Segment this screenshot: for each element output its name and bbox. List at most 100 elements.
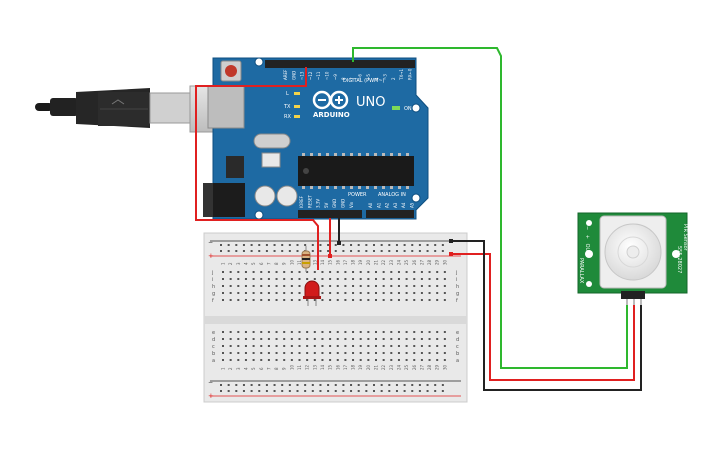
column-label: 26 bbox=[412, 259, 417, 265]
pin-label: A2 bbox=[385, 202, 390, 208]
digital-label: DIGITAL (PWM~) bbox=[343, 78, 385, 84]
rail-label-bottom-minus: − bbox=[208, 379, 213, 386]
rail-label-bottom-plus: + bbox=[208, 392, 214, 400]
breadboard[interactable]: − + − + 11223344556677889910101111121213… bbox=[203, 232, 468, 403]
column-label: 28 bbox=[427, 259, 432, 265]
row-label: d bbox=[456, 337, 459, 343]
power-jack[interactable] bbox=[203, 183, 245, 217]
wires[interactable] bbox=[195, 47, 642, 391]
column-label: 4 bbox=[243, 367, 248, 370]
pir-part-number: 555-28027 bbox=[676, 246, 682, 273]
row-label: c bbox=[456, 344, 459, 350]
column-label: 11 bbox=[297, 364, 302, 370]
atmega-chip bbox=[298, 156, 414, 186]
pir-sensor-icon[interactable]: PIR Sensor 555-28027 PARALLAX − + OUT bbox=[577, 212, 688, 305]
column-label: 15 bbox=[328, 364, 333, 370]
capacitor-1 bbox=[254, 185, 276, 207]
column-label: 15 bbox=[328, 259, 333, 265]
breadboard-center-gap bbox=[204, 316, 467, 324]
red-led-icon[interactable] bbox=[303, 280, 321, 306]
column-label: 13 bbox=[312, 364, 317, 370]
usb-jack bbox=[207, 85, 245, 129]
analog-header[interactable] bbox=[366, 210, 414, 218]
row-label: f bbox=[212, 298, 214, 304]
row-label: a bbox=[212, 358, 215, 364]
pin-label: ~6 bbox=[358, 74, 363, 80]
arduino-uno-board[interactable]: ON L TX RX ARDUINO UNO DIGITAL (PWM~) PO… bbox=[203, 57, 429, 220]
pir-name: PIR Sensor bbox=[682, 224, 688, 252]
green-signal-wire[interactable] bbox=[352, 47, 628, 369]
pir-pin-labels: − + OUT bbox=[584, 226, 590, 255]
rail-label-top-plus: + bbox=[208, 252, 214, 260]
arduino-logo-icon bbox=[312, 90, 349, 110]
column-label: 30 bbox=[442, 364, 447, 370]
led-label-l: L bbox=[286, 91, 289, 97]
row-label: c bbox=[212, 344, 215, 350]
pin-label: 2 bbox=[391, 77, 396, 80]
column-label: 25 bbox=[404, 259, 409, 265]
l-led bbox=[294, 92, 300, 95]
column-label: 7 bbox=[266, 367, 271, 370]
digital-header[interactable] bbox=[265, 60, 415, 68]
column-label: 23 bbox=[389, 259, 394, 265]
column-label: 29 bbox=[435, 259, 440, 265]
column-label: 25 bbox=[404, 364, 409, 370]
black-wire-pir-gnd[interactable] bbox=[451, 240, 642, 391]
column-label: 10 bbox=[289, 259, 294, 265]
regulator-ic bbox=[226, 156, 244, 178]
column-label: 26 bbox=[412, 364, 417, 370]
on-label: ON bbox=[404, 106, 412, 112]
row-label: h bbox=[212, 284, 215, 290]
column-label: 27 bbox=[419, 364, 424, 370]
breadboard-holes[interactable] bbox=[220, 244, 446, 392]
tx-led bbox=[294, 105, 300, 108]
pin-label: ~3 bbox=[383, 74, 388, 80]
column-label: 19 bbox=[358, 259, 363, 265]
column-label: 22 bbox=[381, 364, 386, 370]
row-label: b bbox=[212, 351, 215, 357]
led-label-tx: TX bbox=[283, 104, 291, 110]
pin-label: ~12 bbox=[308, 71, 313, 80]
reset-button[interactable] bbox=[220, 60, 242, 82]
pin-label: AREF bbox=[283, 69, 288, 80]
column-label: 23 bbox=[389, 364, 394, 370]
column-label: 8 bbox=[274, 367, 279, 370]
row-label: j bbox=[211, 270, 213, 276]
column-label: 27 bbox=[419, 259, 424, 265]
column-label: 17 bbox=[343, 259, 348, 265]
row-label: d bbox=[212, 337, 215, 343]
column-label: 6 bbox=[259, 367, 264, 370]
column-label: 5 bbox=[251, 367, 256, 370]
red-wire-pin13[interactable] bbox=[195, 67, 319, 270]
column-label: 9 bbox=[282, 367, 287, 370]
pin-label: A4 bbox=[401, 202, 406, 208]
power-label: POWER bbox=[348, 192, 367, 198]
column-label: 11 bbox=[297, 259, 302, 265]
row-label: g bbox=[212, 291, 215, 297]
column-label: 4 bbox=[243, 262, 248, 265]
board-model: UNO bbox=[356, 95, 385, 110]
analog-label: ANALOG IN bbox=[378, 192, 406, 198]
power-header[interactable] bbox=[298, 210, 362, 218]
row-label: g bbox=[456, 291, 459, 297]
column-label: 6 bbox=[259, 262, 264, 265]
column-label: 20 bbox=[366, 364, 371, 370]
column-label: 24 bbox=[396, 364, 401, 370]
column-label: 28 bbox=[427, 364, 432, 370]
capacitor-2 bbox=[276, 185, 298, 207]
resistor-icon[interactable] bbox=[301, 246, 311, 272]
red-wire-pir-vcc[interactable] bbox=[451, 253, 635, 381]
chip-pins bbox=[302, 153, 409, 189]
row-label: i bbox=[212, 277, 213, 283]
column-label: 2 bbox=[228, 367, 233, 370]
row-label: e bbox=[212, 330, 215, 336]
pir-header[interactable] bbox=[621, 291, 645, 299]
pin-label: 5V bbox=[324, 202, 329, 208]
pin-label: 4 bbox=[374, 77, 379, 80]
row-label: f bbox=[456, 298, 458, 304]
column-label: 18 bbox=[351, 259, 356, 265]
pin-label: ~5 bbox=[366, 74, 371, 80]
